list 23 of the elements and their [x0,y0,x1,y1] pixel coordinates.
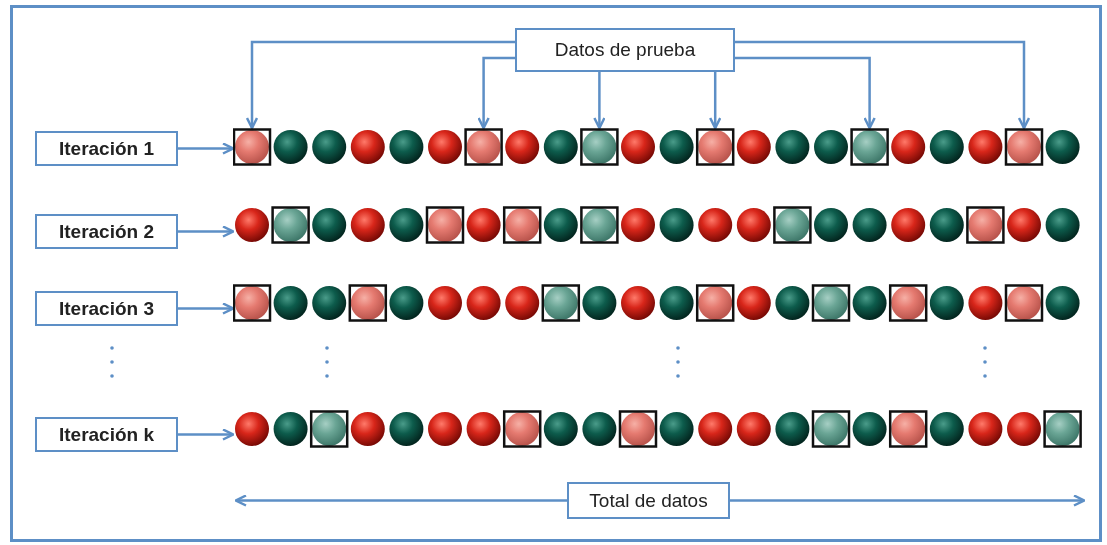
box-label: Datos de prueba [554,39,696,61]
arrow [178,225,235,238]
arrow [735,56,876,130]
iteration-box [35,291,178,326]
iteration-label: Iteración k [58,423,154,446]
arrow [178,428,235,441]
ball-row-drawing [233,410,1085,448]
iteration-box [35,214,178,249]
label-box [567,482,730,519]
iteration-box [35,131,178,166]
arrow [477,56,515,130]
arrow [245,40,515,130]
arrow [708,72,722,130]
label-box [515,28,735,72]
arrow [735,40,1031,130]
iteration-box [35,417,178,452]
arrow [178,142,235,155]
arrow [593,72,606,130]
iteration-label: Iteración 2 [58,220,154,243]
iteration-label: Iteración 3 [58,297,154,320]
iteration-label: Iteración 1 [58,137,154,160]
arrow [178,302,235,315]
dimension-label: Total de datos [589,489,708,512]
